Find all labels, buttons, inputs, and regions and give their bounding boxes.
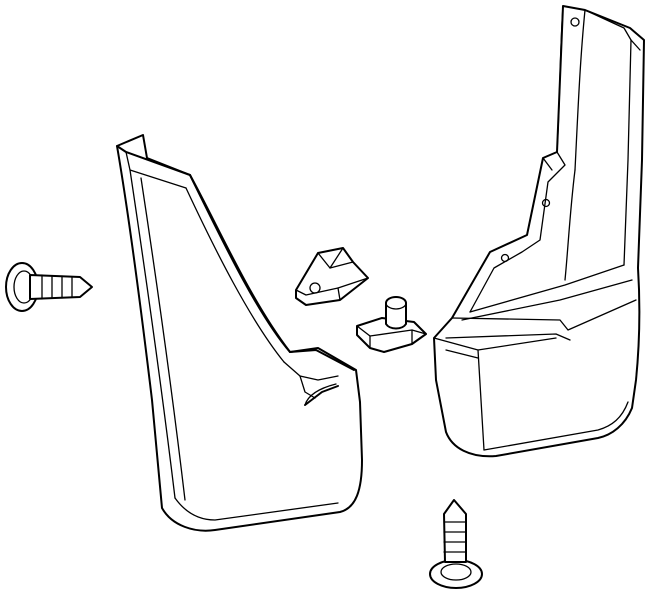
vertical-screw (429, 499, 483, 589)
right-mud-flap (433, 5, 645, 458)
flap-bracket (295, 247, 369, 306)
horizontal-screw (5, 262, 93, 312)
push-retainer (356, 296, 427, 353)
left-mud-flap (116, 134, 363, 532)
